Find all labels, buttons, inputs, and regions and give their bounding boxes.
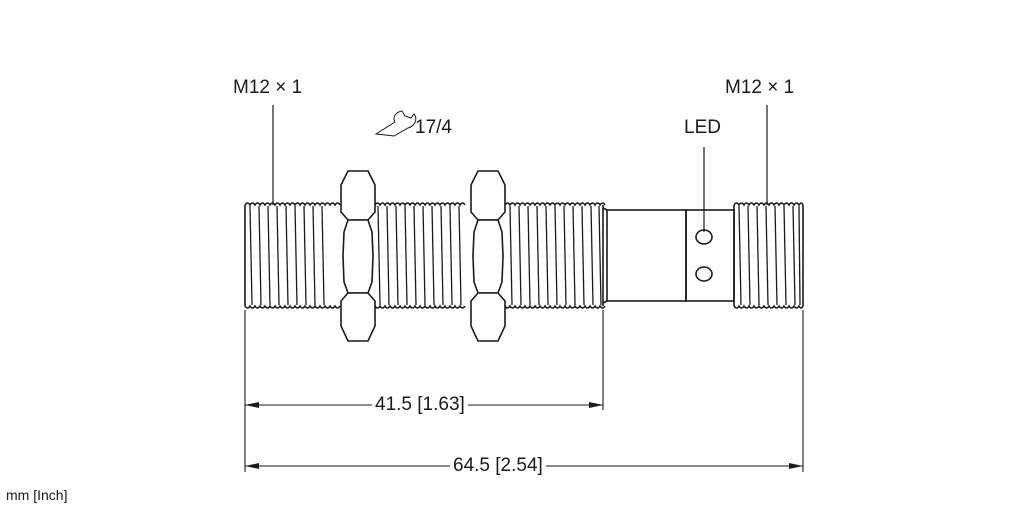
thread-label-left: M12 × 1 <box>233 77 303 98</box>
hex-nut-2 <box>470 170 506 342</box>
dimension-total-length: 64.5 [2.54] <box>450 456 546 475</box>
front-thread <box>244 202 341 309</box>
led-label: LED <box>684 117 721 138</box>
dimension-threaded-length: 41.5 [1.63] <box>372 395 468 414</box>
wrench-size-label: 17/4 <box>415 117 452 138</box>
units-label: mm [Inch] <box>6 487 68 503</box>
housing-body <box>602 207 735 304</box>
thread-label-right: M12 × 1 <box>725 77 795 98</box>
wrench-icon <box>374 110 417 137</box>
hex-nut-1 <box>340 170 376 342</box>
rear-thread <box>733 202 804 309</box>
led-indicator-2 <box>695 266 713 282</box>
led-indicator-1 <box>695 229 713 245</box>
